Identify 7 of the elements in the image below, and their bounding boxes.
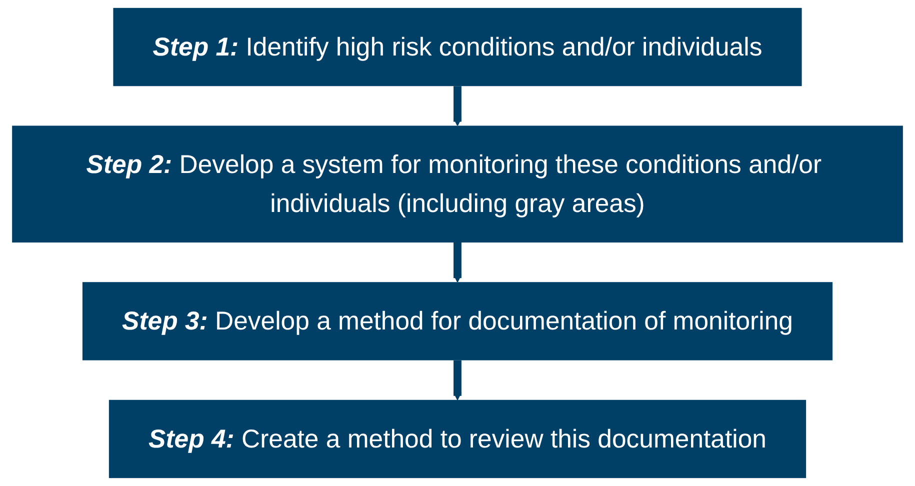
node-box: Step 4: Create a method to review this documentation: [108, 400, 806, 478]
node-box: Step 2: Develop a system for monitoring these conditions and/or individuals (including gray areas): [12, 126, 903, 242]
arrow: [453, 242, 462, 282]
node-box: Step 3: Develop a method for documentation of monitoring: [82, 282, 833, 360]
arrow: [453, 85, 462, 126]
arrow: [453, 360, 462, 400]
node-box: Step 1: Identify high risk conditions and/or individuals: [113, 8, 802, 86]
